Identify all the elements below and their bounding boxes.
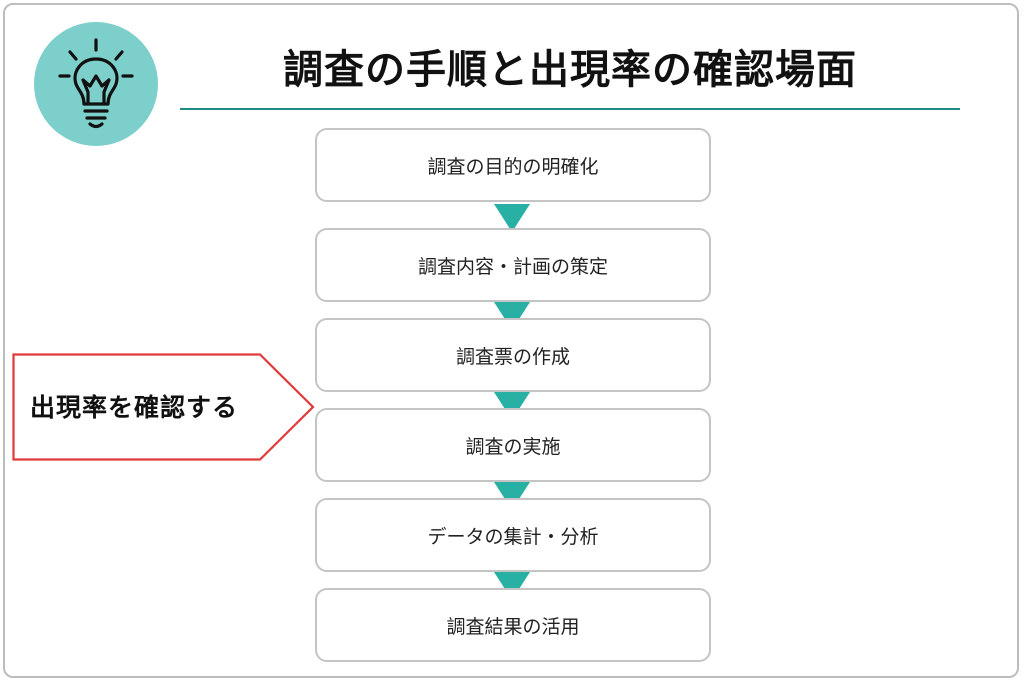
step-1-purpose: 調査の目的の明確化 [315, 128, 711, 202]
title-underline [180, 108, 960, 110]
diagram-frame [3, 3, 1019, 678]
step-2-planning: 調査内容・計画の策定 [315, 228, 711, 302]
page-title: 調査の手順と出現率の確認場面 [283, 47, 857, 93]
callout-label: 出現率を確認する [30, 393, 239, 422]
callout-arrow-shape [12, 353, 315, 461]
step-3-questionnaire: 調査票の作成 [315, 318, 711, 392]
step-6-utilization: 調査結果の活用 [315, 588, 711, 662]
lightbulb-badge [34, 22, 158, 146]
step-5-analysis: データの集計・分析 [315, 498, 711, 572]
lightbulb-icon [58, 38, 134, 129]
down-arrow-icon [494, 204, 530, 232]
step-4-implementation: 調査の実施 [315, 408, 711, 482]
